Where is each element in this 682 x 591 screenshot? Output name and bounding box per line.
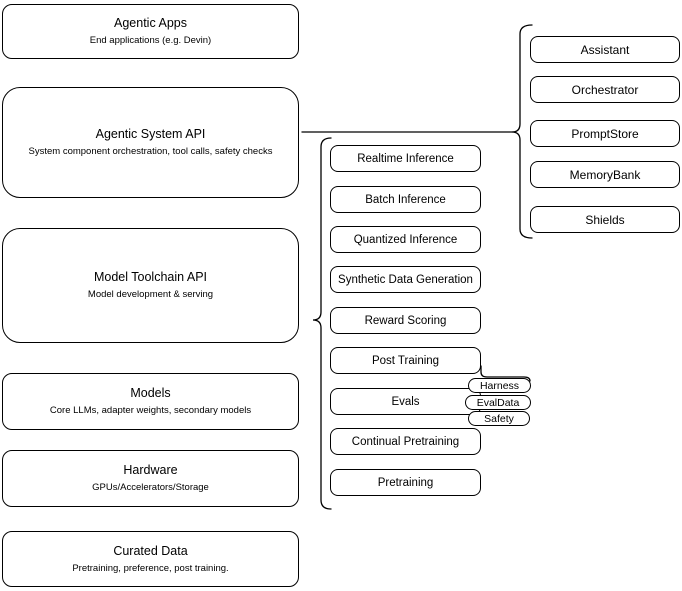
toolchain-item-post-training: Post Training	[330, 347, 481, 374]
tag-safety: Safety	[468, 411, 530, 426]
brace-system-components	[511, 24, 533, 239]
toolchain-item-synthetic-data-generation: Synthetic Data Generation	[330, 266, 481, 293]
box-model-toolchain-api-subtitle: Model development & serving	[87, 289, 214, 301]
box-agentic-apps-subtitle: End applications (e.g. Devin)	[89, 35, 212, 47]
box-models-title: Models	[130, 386, 171, 401]
box-hardware: Hardware GPUs/Accelerators/Storage	[2, 450, 299, 507]
box-curated-data-title: Curated Data	[113, 543, 188, 558]
box-hardware-subtitle: GPUs/Accelerators/Storage	[92, 482, 209, 494]
box-agentic-apps: Agentic Apps End applications (e.g. Devi…	[2, 4, 299, 59]
component-shields: Shields	[530, 206, 680, 233]
box-agentic-system-api-title: Agentic System API	[95, 127, 206, 142]
line-evals-to-harness	[480, 365, 531, 382]
box-hardware-title: Hardware	[123, 463, 178, 478]
tag-harness: Harness	[468, 378, 531, 393]
box-model-toolchain-api: Model Toolchain API Model development & …	[2, 228, 299, 343]
brace-toolchain	[312, 137, 332, 510]
box-curated-data-subtitle: Pretraining, preference, post training.	[72, 562, 229, 574]
box-models: Models Core LLMs, adapter weights, secon…	[2, 373, 299, 430]
component-memorybank: MemoryBank	[530, 161, 680, 188]
box-agentic-system-api: Agentic System API System component orch…	[2, 87, 299, 198]
component-orchestrator: Orchestrator	[530, 76, 680, 103]
tag-evaldata: EvalData	[465, 395, 531, 410]
component-assistant: Assistant	[530, 36, 680, 63]
toolchain-item-continual-pretraining: Continual Pretraining	[330, 428, 481, 455]
toolchain-item-pretraining: Pretraining	[330, 469, 481, 496]
toolchain-item-realtime-inference: Realtime Inference	[330, 145, 481, 172]
box-agentic-apps-title: Agentic Apps	[114, 16, 187, 31]
box-model-toolchain-api-title: Model Toolchain API	[93, 270, 208, 285]
toolchain-item-reward-scoring: Reward Scoring	[330, 307, 481, 334]
box-models-subtitle: Core LLMs, adapter weights, secondary mo…	[49, 405, 252, 417]
component-promptstore: PromptStore	[530, 120, 680, 147]
toolchain-item-batch-inference: Batch Inference	[330, 186, 481, 213]
toolchain-item-quantized-inference: Quantized Inference	[330, 226, 481, 253]
toolchain-item-evals: Evals	[330, 388, 481, 415]
box-agentic-system-api-subtitle: System component orchestration, tool cal…	[28, 146, 273, 158]
box-curated-data: Curated Data Pretraining, preference, po…	[2, 531, 299, 587]
